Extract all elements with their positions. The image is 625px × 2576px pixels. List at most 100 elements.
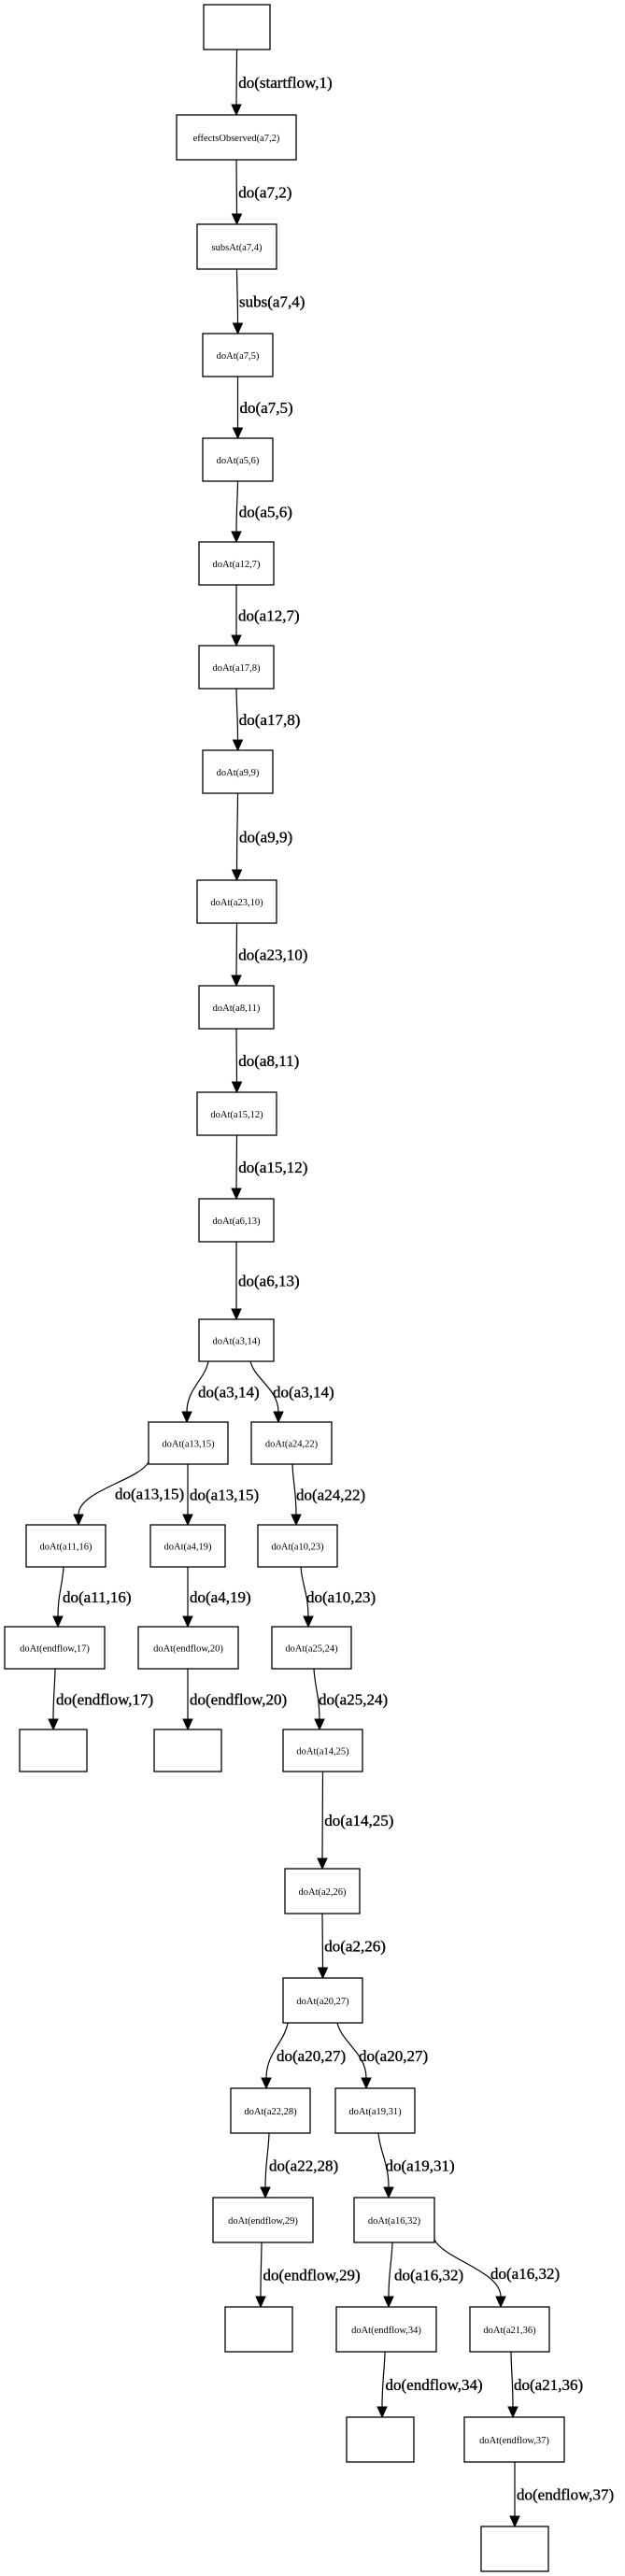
edge: do(a20,27) [261,2022,346,2090]
arrowhead-icon [509,2515,520,2528]
edge-line [321,1913,324,1969]
state-node[interactable]: doAt(a25,24) [271,1626,352,1670]
edge-line [235,922,238,976]
node-box [198,1198,275,1243]
node-label: doAt(a17,8) [212,663,261,674]
state-node[interactable]: doAt(endflow,34) [335,2306,437,2353]
state-node[interactable]: doAt(a16,32) [353,2197,435,2243]
edge-line [313,1668,320,1720]
edge: do(a3,14) [181,1360,260,1424]
node-box [149,1524,226,1568]
arrowhead-icon [291,1514,302,1527]
edge-line [249,1360,279,1413]
edge: do(a20,27) [336,2022,428,2090]
node-box [335,2306,437,2353]
state-node[interactable]: doAt(endflow,37) [463,2416,565,2463]
edge-line [321,1771,324,1859]
edge: do(startflow,1) [231,49,333,117]
state-node[interactable]: doAt(endflow,17) [4,1626,106,1670]
edge-line [510,2351,514,2408]
node-box [198,541,275,586]
edge-line [336,2022,367,2079]
node-label: doAt(a2,26) [298,1887,347,1898]
arrowhead-icon [376,2406,388,2419]
edge-label: do(a7,5) [240,399,293,417]
node-box [196,223,277,270]
state-node[interactable]: doAt(a13,15) [148,1421,229,1465]
edge-label: do(a20,27) [277,2047,346,2065]
node-box [230,2087,311,2134]
state-node[interactable]: doAt(a6,13) [198,1198,275,1243]
node-box [203,4,271,50]
arrowhead-icon [52,1615,64,1629]
edge: do(a14,25) [317,1771,394,1871]
edge-label: do(endflow,20) [190,1691,287,1709]
state-node[interactable]: doAt(a3,14) [198,1318,275,1362]
edge-label: do(a19,31) [386,2157,455,2175]
empty-state-node[interactable] [19,1729,88,1772]
node-box [153,1729,222,1772]
state-node[interactable]: doAt(a11,16) [25,1524,107,1568]
edge-label: do(a3,14) [273,1384,334,1402]
edge-line [433,2239,502,2298]
node-label: doAt(a23,10) [210,898,263,908]
node-label: doAt(a15,12) [210,1110,263,1120]
arrowhead-icon [181,1411,192,1424]
node-box [196,879,277,924]
state-node[interactable]: doAt(a9,9) [202,749,274,794]
state-node[interactable]: doAt(a24,22) [250,1421,333,1465]
edge-label: do(a4,19) [190,1588,251,1606]
state-node[interactable]: doAt(a5,6) [202,437,274,482]
empty-state-node[interactable] [346,2416,415,2463]
edge: do(a3,14) [249,1360,334,1424]
state-node[interactable]: doAt(a17,8) [198,645,275,690]
node-label: doAt(a25,24) [285,1644,338,1655]
state-node[interactable]: subsAt(a7,4) [196,223,277,270]
node-box [282,1977,363,2024]
state-node[interactable]: doAt(a15,12) [196,1091,277,1136]
node-box [137,1626,239,1670]
edge-label: do(a2,26) [324,1938,386,1956]
state-node[interactable]: doAt(a20,27) [282,1977,363,2024]
state-node[interactable]: doAt(a12,7) [198,541,275,586]
node-label: doAt(endflow,17) [20,1644,90,1655]
node-label: effectsObserved(a7,2) [193,134,280,144]
empty-state-node[interactable] [224,2306,293,2353]
state-node[interactable]: effectsObserved(a7,2) [176,114,297,161]
empty-state-node[interactable] [153,1729,222,1772]
arrowhead-icon [231,1308,242,1321]
node-box [196,1091,277,1136]
node-box [198,645,275,690]
state-node[interactable]: doAt(endflow,29) [212,2197,314,2243]
empty-state-node[interactable] [480,2526,549,2572]
arrowhead-icon [231,634,242,648]
node-label: subsAt(a7,4) [212,243,263,253]
arrowhead-icon [273,1411,284,1424]
state-node[interactable]: doAt(endflow,20) [137,1626,239,1670]
edge-label: subs(a7,4) [239,293,305,311]
arrowhead-icon [231,213,243,226]
empty-state-node[interactable] [203,4,271,50]
edge-label: do(endflow,29) [263,2267,361,2284]
state-node[interactable]: doAt(a23,10) [196,879,277,924]
arrowhead-icon [182,1514,193,1527]
edge-line [235,1028,238,1083]
state-node[interactable]: doAt(a14,25) [282,1729,363,1772]
arrowhead-icon [317,1857,328,1871]
node-box [202,437,274,482]
edge: do(a12,7) [231,585,300,648]
node-label: doAt(a11,16) [40,1543,92,1553]
state-node[interactable]: doAt(a8,11) [198,985,275,1030]
edge-label: do(a23,10) [238,946,307,964]
state-node[interactable]: doAt(a22,28) [230,2087,311,2134]
node-label: doAt(a16,32) [368,2216,421,2227]
state-node[interactable]: doAt(a7,5) [202,333,274,377]
node-box [257,1524,338,1568]
state-node[interactable]: doAt(a4,19) [149,1524,226,1568]
state-node[interactable]: doAt(a10,23) [257,1524,338,1568]
state-node[interactable]: doAt(a21,36) [469,2306,550,2353]
arrowhead-icon [314,1718,325,1731]
state-node[interactable]: doAt(a2,26) [284,1868,361,1914]
state-node[interactable]: doAt(a19,31) [334,2087,416,2134]
node-label: doAt(a20,27) [296,1997,349,2007]
